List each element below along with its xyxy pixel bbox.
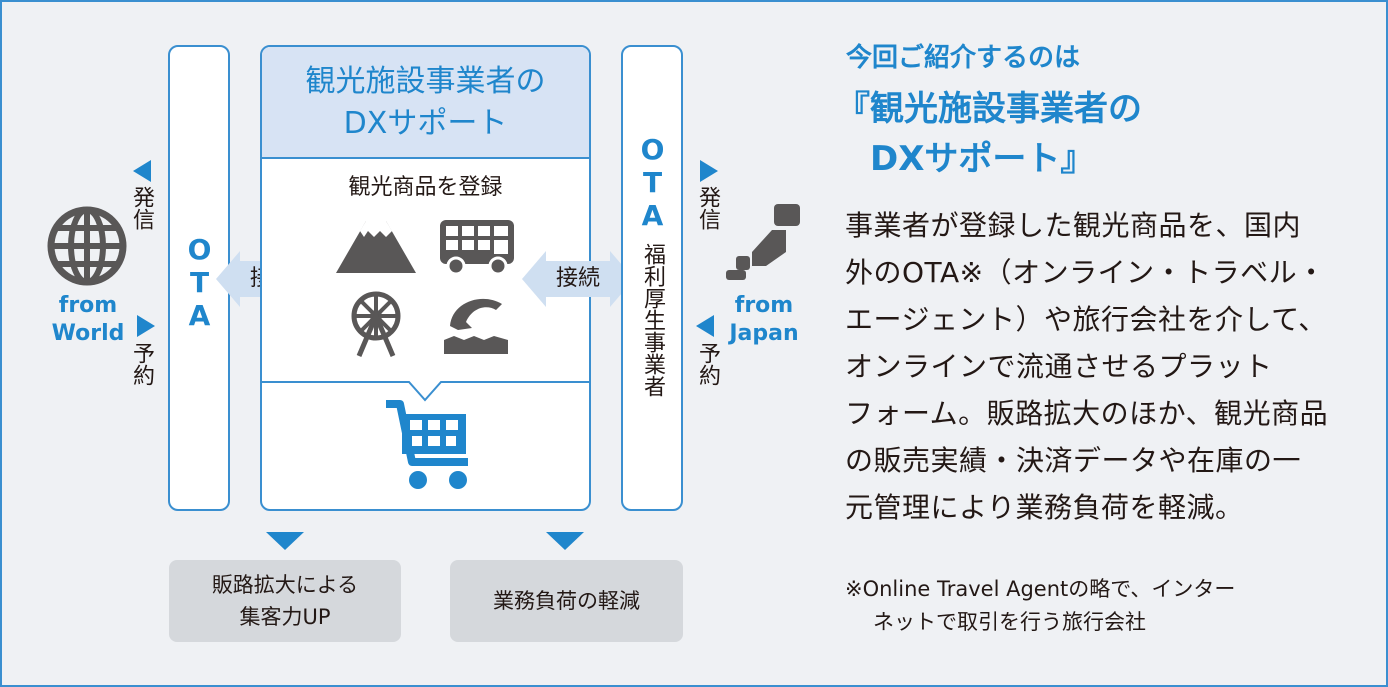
center-header-line2: DXサポート bbox=[343, 106, 508, 141]
footnote: ※Online Travel Agentの略で、インター ネットで取引を行う旅行… bbox=[845, 573, 1365, 639]
globe-icon bbox=[47, 206, 127, 286]
down-arrow-left bbox=[266, 532, 304, 550]
yoyaku-right: 予約 bbox=[695, 342, 720, 386]
connect-arrow-right bbox=[522, 251, 634, 307]
japan-word: Japan bbox=[729, 321, 799, 346]
mountain-icon bbox=[336, 221, 416, 273]
sales-channel-box: 販路拡大による 集客力UP bbox=[169, 560, 401, 642]
ota-label-right-jp: 福利厚生事業者 bbox=[640, 243, 665, 397]
paragraph-line: 外のOTA※（オンライン・トラベル・ bbox=[845, 256, 1326, 289]
from-word-right: from bbox=[734, 293, 794, 318]
arrow-left-up-icon bbox=[133, 160, 151, 182]
yoyaku-left: 予約 bbox=[129, 342, 154, 386]
ota-box-right: OTA 福利厚生事業者 bbox=[621, 45, 683, 511]
intro-text: 今回ご紹介するのは bbox=[846, 43, 1081, 73]
paragraph-line: 事業者が登録した観光商品を、国内 bbox=[845, 209, 1302, 242]
footnote-line1: ※Online Travel Agentの略で、インター bbox=[845, 577, 1236, 601]
workload-reduction-box: 業務負荷の軽減 bbox=[450, 560, 683, 642]
center-header-line1: 観光施設事業者の bbox=[305, 64, 546, 99]
sales-channel-line1: 販路拡大による bbox=[211, 573, 359, 597]
japan-map-icon bbox=[726, 204, 800, 280]
from-japan-label: from Japan bbox=[714, 292, 814, 348]
feature-title-line1: 『観光施設事業者の bbox=[836, 89, 1142, 129]
arrow-right-up-icon bbox=[700, 160, 718, 182]
ferris-wheel-icon bbox=[351, 291, 401, 357]
dolphin-icon bbox=[444, 298, 508, 354]
ota-label-right-latin: OTA bbox=[636, 133, 669, 232]
world-word: World bbox=[51, 321, 125, 346]
arrow-left-down-icon bbox=[696, 315, 714, 337]
center-header: 観光施設事業者の DXサポート bbox=[262, 47, 589, 159]
feature-title: 『観光施設事業者の DXサポート』 bbox=[836, 84, 1142, 184]
hassin-left: 発信 bbox=[129, 186, 154, 230]
shopping-cart-icon bbox=[386, 400, 468, 489]
feature-title-line2: DXサポート』 bbox=[870, 139, 1095, 179]
paragraph-line: オンラインで流通させるプラット bbox=[845, 350, 1273, 383]
from-world-label: from World bbox=[42, 292, 134, 348]
sales-channel-line2: 集客力UP bbox=[239, 605, 331, 629]
paragraph-line: フォーム。販路拡大のほか、観光商品 bbox=[845, 397, 1329, 430]
paragraph-line: 元管理により業務負荷を軽減。 bbox=[845, 491, 1244, 524]
bus-icon bbox=[440, 220, 514, 276]
hassin-right: 発信 bbox=[695, 186, 720, 230]
arrow-right-down-icon bbox=[137, 315, 155, 337]
from-word: from bbox=[58, 293, 118, 318]
connect-label-right: 接続 bbox=[555, 266, 600, 291]
footnote-line2: ネットで取引を行う旅行会社 bbox=[873, 610, 1146, 634]
description-paragraph: 事業者が登録した観光商品を、国内 外のOTA※（オンライン・トラベル・ エージェ… bbox=[845, 202, 1365, 531]
workload-reduction-label: 業務負荷の軽減 bbox=[493, 589, 640, 613]
down-arrow-right bbox=[546, 532, 584, 550]
ota-label-left: OTA bbox=[183, 233, 216, 332]
divider-with-notch bbox=[260, 381, 591, 402]
paragraph-line: エージェント）や旅行会社を介して、 bbox=[845, 303, 1327, 336]
register-label: 観光商品を登録 bbox=[348, 175, 503, 200]
paragraph-line: の販売実績・決済データや在庫の一 bbox=[845, 444, 1302, 477]
